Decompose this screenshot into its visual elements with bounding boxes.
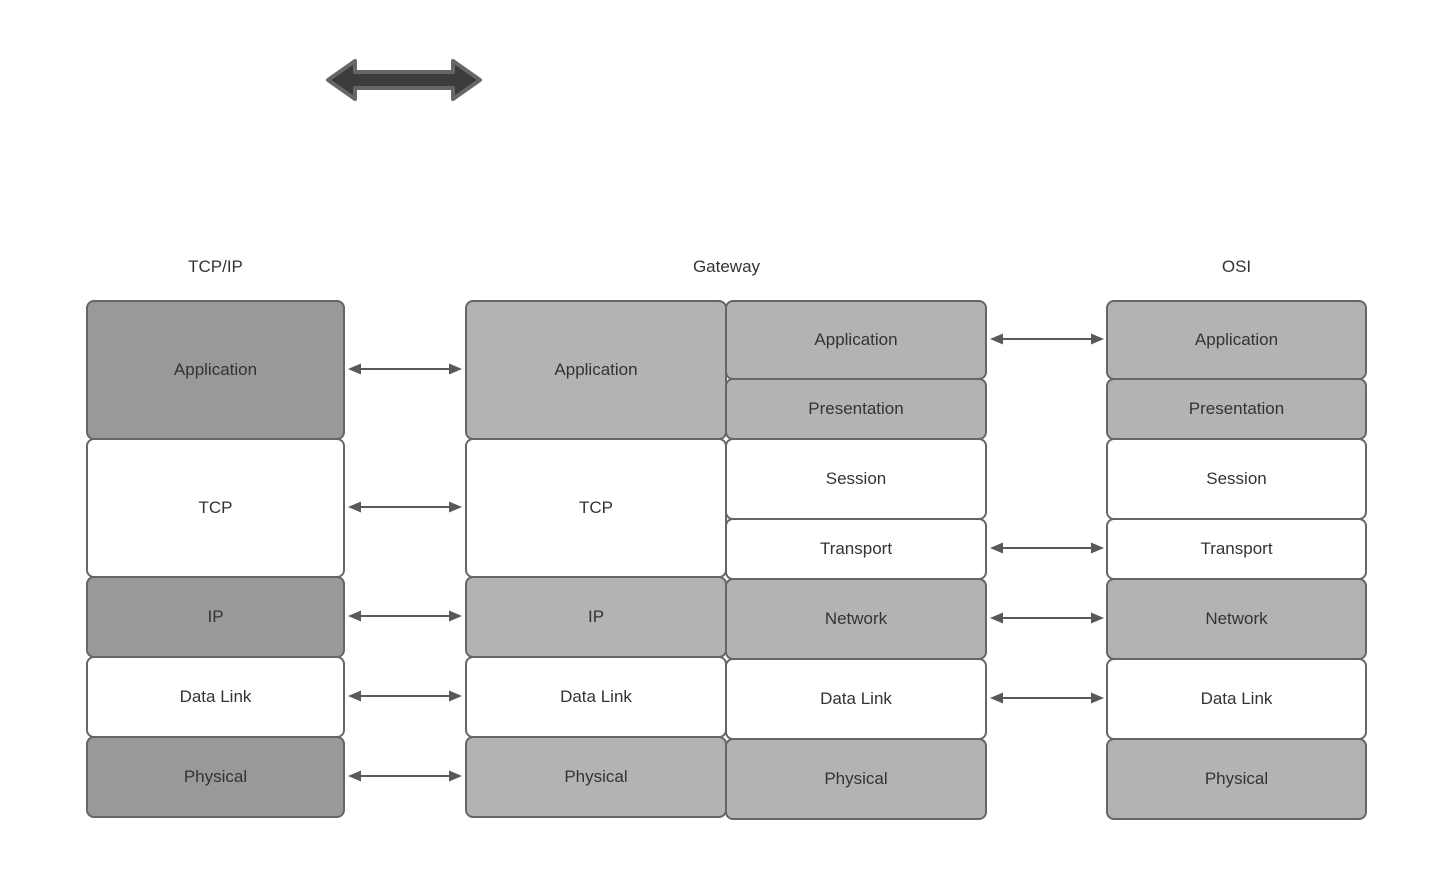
gateway-right-layer-transport: Transport — [725, 518, 987, 580]
tcpip-stack-title: TCP/IP — [188, 257, 243, 276]
tcpip-stack: Application TCP IP Data Link Physical — [86, 300, 345, 818]
osi-layer-data-link: Data Link — [1106, 658, 1367, 740]
gateway-stack: Application TCP IP Data Link Physical Ap… — [465, 300, 989, 820]
osi-layer-network: Network — [1106, 578, 1367, 660]
double-headed-connector-icon-data-link-left — [348, 690, 462, 702]
osi-layer-transport: Transport — [1106, 518, 1367, 580]
gateway-left-layer-application: Application — [465, 300, 727, 440]
double-headed-connector-icon-network — [990, 612, 1104, 624]
double-headed-connector-icon-ip — [348, 610, 462, 622]
osi-layer-application: Application — [1106, 300, 1367, 380]
gateway-stack-title: Gateway — [692, 257, 761, 276]
double-headed-connector-icon-data-link-right — [990, 692, 1104, 704]
tcpip-layer-ip: IP — [86, 576, 345, 658]
gateway-right-layer-physical: Physical — [725, 738, 987, 820]
double-headed-connector-icon-physical — [348, 770, 462, 782]
gateway-right-layer-data-link: Data Link — [725, 658, 987, 740]
tcpip-layer-data-link: Data Link — [86, 656, 345, 738]
osi-layer-physical: Physical — [1106, 738, 1367, 820]
osi-stack: Application Presentation Session Transpo… — [1106, 300, 1367, 820]
double-headed-arrow-icon — [325, 58, 483, 107]
tcpip-layer-tcp: TCP — [86, 438, 345, 578]
tcpip-layer-application: Application — [86, 300, 345, 440]
gateway-left-layer-physical: Physical — [465, 736, 727, 818]
osi-stack-title: OSI — [1221, 257, 1252, 276]
double-headed-connector-icon-tcp — [348, 501, 462, 513]
gateway-right-substack: Application Presentation Session Transpo… — [725, 300, 987, 820]
osi-layer-presentation: Presentation — [1106, 378, 1367, 440]
tcpip-layer-physical: Physical — [86, 736, 345, 818]
gateway-right-layer-presentation: Presentation — [725, 378, 987, 440]
double-headed-connector-icon-application-right — [990, 333, 1104, 345]
gateway-right-layer-network: Network — [725, 578, 987, 660]
gateway-right-layer-session: Session — [725, 438, 987, 520]
gateway-left-layer-ip: IP — [465, 576, 727, 658]
gateway-right-layer-application: Application — [725, 300, 987, 380]
osi-layer-session: Session — [1106, 438, 1367, 520]
gateway-left-layer-tcp: TCP — [465, 438, 727, 578]
gateway-left-substack: Application TCP IP Data Link Physical — [465, 300, 727, 820]
double-headed-connector-icon-transport — [990, 542, 1104, 554]
gateway-left-layer-data-link: Data Link — [465, 656, 727, 738]
double-headed-connector-icon-application-left — [348, 363, 462, 375]
